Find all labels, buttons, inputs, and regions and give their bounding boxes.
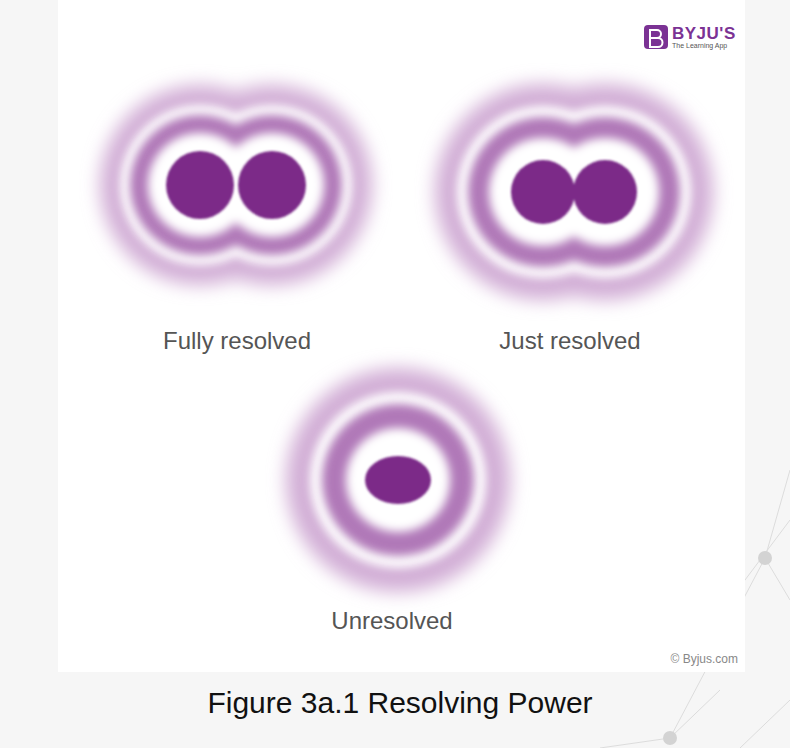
logo-icon: [644, 25, 668, 49]
pattern-label: Unresolved: [331, 607, 452, 635]
figure-caption: Figure 3a.1 Resolving Power: [207, 686, 592, 720]
logo-text: BYJU'S: [672, 24, 736, 44]
copyright-note: © Byjus.com: [670, 652, 738, 666]
fully-resolved-pattern: [100, 85, 372, 285]
pattern-label: Just resolved: [499, 327, 640, 355]
just-resolved-pattern: [435, 84, 713, 300]
logo-tagline: The Learning App: [672, 42, 727, 49]
unresolved-pattern: [286, 368, 510, 592]
network-dot: [663, 731, 677, 745]
pattern-label: Fully resolved: [163, 327, 311, 355]
network-dot: [758, 551, 772, 565]
figure-panel: [58, 0, 745, 672]
